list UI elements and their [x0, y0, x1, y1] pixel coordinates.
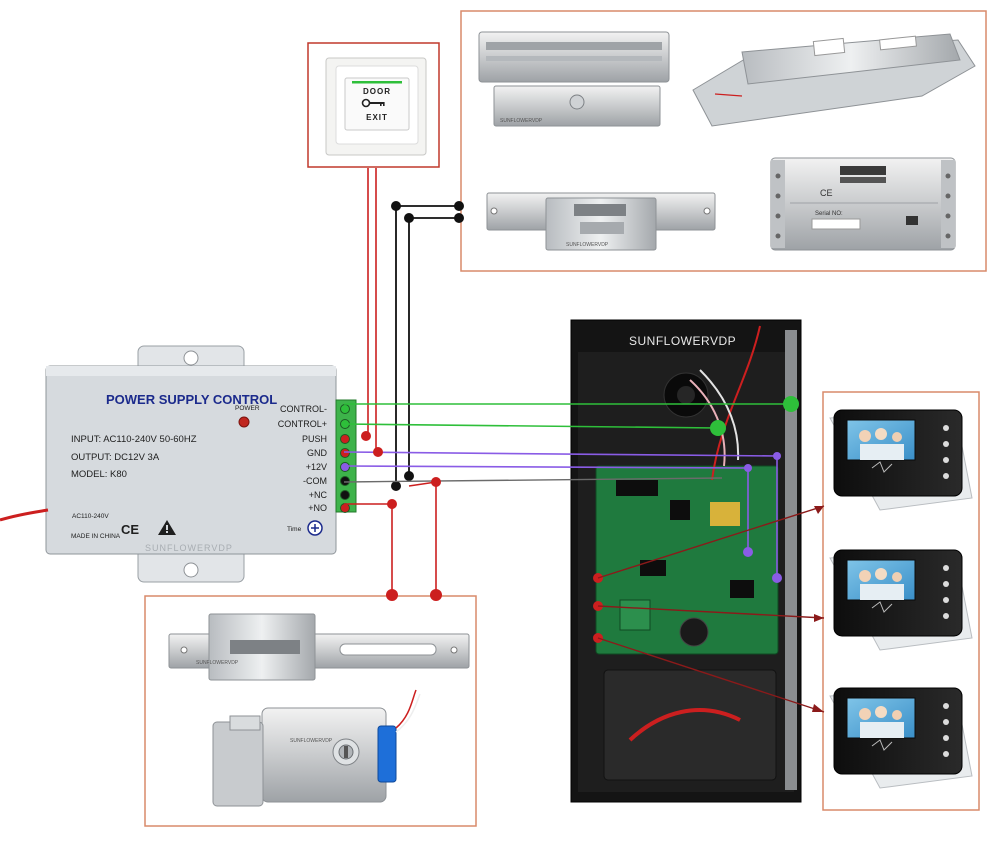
terminal-label: CONTROL+	[278, 419, 327, 429]
rim-lock-brand: SUNFLOWERVDP	[290, 738, 333, 744]
warning-triangle-icon	[158, 520, 176, 535]
psu-power-led-label: POWER	[235, 405, 260, 412]
power-supply-unit: POWER SUPPLY CONTROL POWER INPUT: AC110-…	[0, 345, 357, 583]
key-icon	[361, 98, 385, 108]
psu-made-in: MADE IN CHINA	[71, 533, 121, 540]
long-strike-lock-image: SUNFLOWERVDP	[168, 613, 470, 681]
monitors	[829, 409, 973, 789]
terminal-labels: CONTROL- CONTROL+ PUSH GND +12V -COM +NC +NO	[278, 404, 328, 513]
terminal-screw	[340, 490, 350, 500]
drop-bolt-ce: CE	[820, 188, 833, 198]
terminal-label: CONTROL-	[280, 404, 327, 414]
drop-bolt-serial: Serial NO:	[815, 211, 843, 217]
psu-output-spec: OUTPUT: DC12V 3A	[71, 452, 160, 463]
terminal-screw	[340, 462, 350, 472]
monitors-frame	[822, 391, 980, 811]
wire-monitor-3	[597, 637, 825, 713]
terminal-screw	[340, 503, 350, 513]
wires	[343, 168, 825, 713]
psu-title: POWER SUPPLY CONTROL	[106, 392, 277, 407]
psu-brand-faint: SUNFLOWERVDP	[145, 543, 233, 553]
exit-button-indicator	[352, 81, 402, 84]
terminal-label: +12V	[306, 462, 327, 472]
door-station-brand: SUNFLOWERVDP	[629, 334, 736, 348]
magnetic-lock-brand: SUNFLOWERVDP	[500, 118, 543, 124]
terminal-screw	[340, 476, 350, 486]
psu-ac-label: AC110-240V	[72, 513, 109, 520]
indoor-monitor	[829, 549, 973, 651]
psu-ce-mark: CE	[121, 522, 139, 537]
wire-monitor-2	[597, 605, 825, 619]
exit-button-frame	[307, 42, 440, 168]
terminal-screw	[340, 434, 350, 444]
terminal-label: +NC	[309, 490, 328, 500]
time-dial-icon	[307, 520, 323, 536]
exit-button-line1: DOOR	[363, 87, 391, 96]
terminal-screw	[340, 448, 350, 458]
bolt-lock-image	[692, 33, 976, 127]
electric-locks-frame	[144, 595, 477, 827]
mount-hole-top	[183, 350, 199, 366]
magnetic-lock-image: SUNFLOWERVDP	[478, 31, 670, 127]
indoor-monitor	[829, 409, 973, 511]
rim-lock-image: SUNFLOWERVDP	[212, 689, 421, 807]
wire-monitor-1	[597, 505, 825, 579]
terminal-screw	[340, 404, 350, 414]
long-strike-brand: SUNFLOWERVDP	[196, 660, 239, 666]
psu-time-label: Time	[287, 526, 302, 533]
exit-button: DOOR EXIT	[325, 57, 427, 156]
terminal-label: PUSH	[302, 434, 327, 444]
wire-red-lock-2	[408, 481, 437, 596]
wire-red-lock-1	[344, 503, 393, 596]
psu-model: MODEL: K80	[71, 469, 127, 480]
mount-hole-bottom	[183, 562, 199, 578]
terminal-label: -COM	[303, 476, 327, 486]
psu-input-spec: INPUT: AC110-240V 50-60HZ	[71, 434, 197, 445]
door-station: SUNFLOWERVDP	[570, 319, 802, 803]
magnetic-locks-frame	[460, 10, 987, 272]
strike-lock-brand: SUNFLOWERVDP	[566, 242, 609, 248]
wire-control-plus	[343, 423, 719, 429]
power-led-icon	[238, 416, 250, 428]
exit-button-line2: EXIT	[366, 113, 388, 122]
wire-com-station	[343, 477, 723, 483]
terminal-label: +NO	[308, 503, 327, 513]
drop-bolt-lock-image: CE Serial NO:	[770, 157, 956, 251]
strike-lock-image: SUNFLOWERVDP	[486, 192, 716, 251]
terminal-label: GND	[307, 448, 328, 458]
indoor-monitor	[829, 687, 973, 789]
